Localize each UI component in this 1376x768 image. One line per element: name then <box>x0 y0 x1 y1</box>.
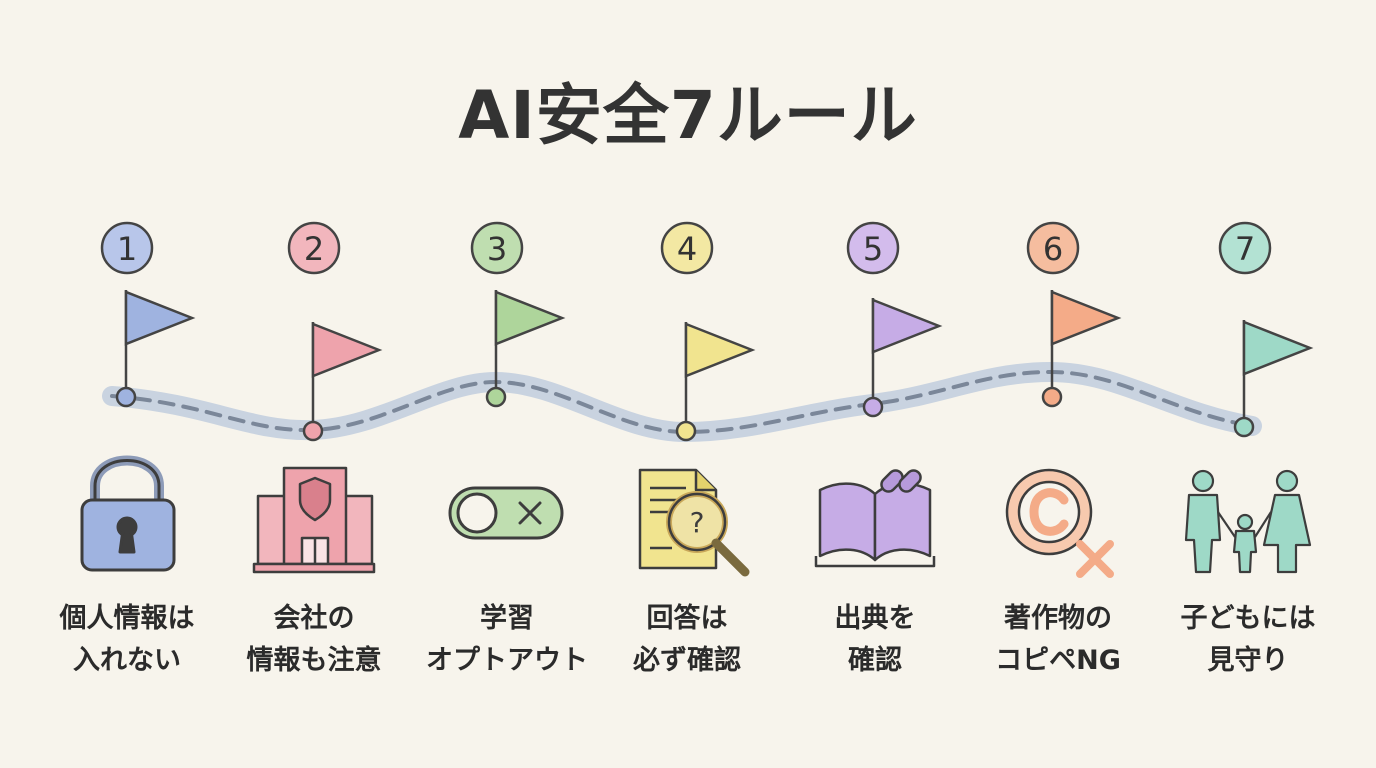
rule-label-3: 学習 オプトアウト <box>417 598 597 682</box>
rule-label-line: 出典を <box>834 603 916 634</box>
flag-3 <box>485 290 566 408</box>
rule-label-line: 学習 <box>480 603 534 634</box>
flag-5 <box>862 298 943 418</box>
rule-label-4: 回答は 必ず確認 <box>597 598 777 682</box>
number-badge-text: 1 <box>117 230 137 268</box>
rule-label-1: 個人情報は 入れない <box>37 598 217 682</box>
number-badge-1: 1 <box>100 221 154 275</box>
number-badge-3: 3 <box>470 221 524 275</box>
rule-label-line: コピペNG <box>995 645 1121 676</box>
document-magnifier-icon: ? <box>638 468 750 577</box>
flag-4 <box>675 322 756 442</box>
number-badge-4: 4 <box>660 221 714 275</box>
rule-label-7: 子どもには 見守り <box>1158 598 1338 682</box>
toggle-off-icon <box>448 486 564 540</box>
family-icon <box>1184 469 1312 574</box>
rule-label-line: オプトアウト <box>426 645 588 676</box>
flag-2 <box>302 322 383 442</box>
rule-label-line: 確認 <box>848 645 902 676</box>
rule-label-line: 情報も注意 <box>246 645 382 676</box>
rule-label-line: 子どもには <box>1180 603 1316 634</box>
number-badge-text: 7 <box>1235 230 1255 268</box>
rule-label-2: 会社の 情報も注意 <box>224 598 404 682</box>
rule-label-line: 入れない <box>73 645 181 676</box>
number-badge-text: 5 <box>863 230 883 268</box>
rule-label-5: 出典を 確認 <box>785 598 965 682</box>
page-title: AI安全7ルール <box>458 77 918 154</box>
number-badge-text: 4 <box>677 230 697 268</box>
company-building-icon <box>252 466 376 574</box>
number-badge-6: 6 <box>1026 221 1080 275</box>
svg-text:?: ? <box>690 506 705 539</box>
number-badge-5: 5 <box>846 221 900 275</box>
flag-7 <box>1233 320 1314 438</box>
rule-label-line: 必ず確認 <box>633 645 741 676</box>
padlock-icon <box>80 455 176 572</box>
book-link-icon <box>814 469 936 568</box>
flag-1 <box>115 290 196 408</box>
number-badge-text: 2 <box>304 230 324 268</box>
rule-label-line: 回答は <box>646 603 728 634</box>
number-badge-text: 3 <box>487 230 507 268</box>
rule-label-line: 個人情報は <box>59 603 195 634</box>
number-badge-2: 2 <box>287 221 341 275</box>
rule-label-line: 著作物の <box>1004 603 1112 634</box>
number-badge-text: 6 <box>1043 230 1063 268</box>
flag-6 <box>1041 290 1122 408</box>
rule-label-6: 著作物の コピペNG <box>968 598 1148 682</box>
copyright-no-icon <box>1005 468 1114 578</box>
number-badge-7: 7 <box>1218 221 1272 275</box>
rule-label-line: 会社の <box>273 603 355 634</box>
rule-label-line: 見守り <box>1207 645 1289 676</box>
